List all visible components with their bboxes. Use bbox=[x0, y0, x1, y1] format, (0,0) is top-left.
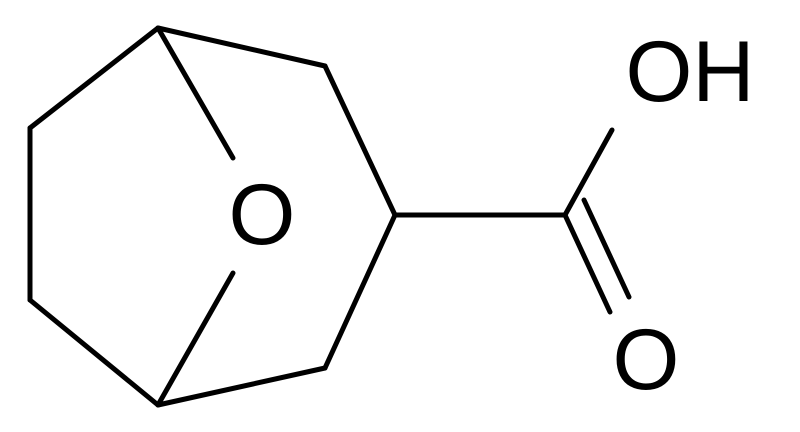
bond-c8-c4 bbox=[155, 365, 328, 408]
bond-c1-o-bridge bbox=[155, 25, 236, 161]
bond-c4-o-bridge bbox=[155, 270, 236, 408]
bond-c3-c4 bbox=[27, 297, 161, 408]
carboxyl-bonds bbox=[392, 127, 632, 315]
bridge-oxygen-label: O bbox=[229, 167, 296, 263]
ring-bonds bbox=[27, 25, 398, 408]
carbonyl-oxygen-label: O bbox=[613, 312, 680, 408]
hydroxyl-label: OH bbox=[626, 24, 755, 120]
bond-c1-c6 bbox=[155, 25, 328, 69]
bond-c7-c8 bbox=[322, 212, 398, 371]
bond-carbonyl-inner bbox=[581, 197, 632, 300]
bridge-bonds bbox=[155, 25, 236, 408]
bond-carboxyl-hydroxyl bbox=[562, 127, 615, 218]
bond-carbonyl-outer bbox=[562, 212, 613, 315]
bond-c1-c2 bbox=[27, 25, 161, 131]
bond-c6-c7 bbox=[322, 63, 398, 218]
